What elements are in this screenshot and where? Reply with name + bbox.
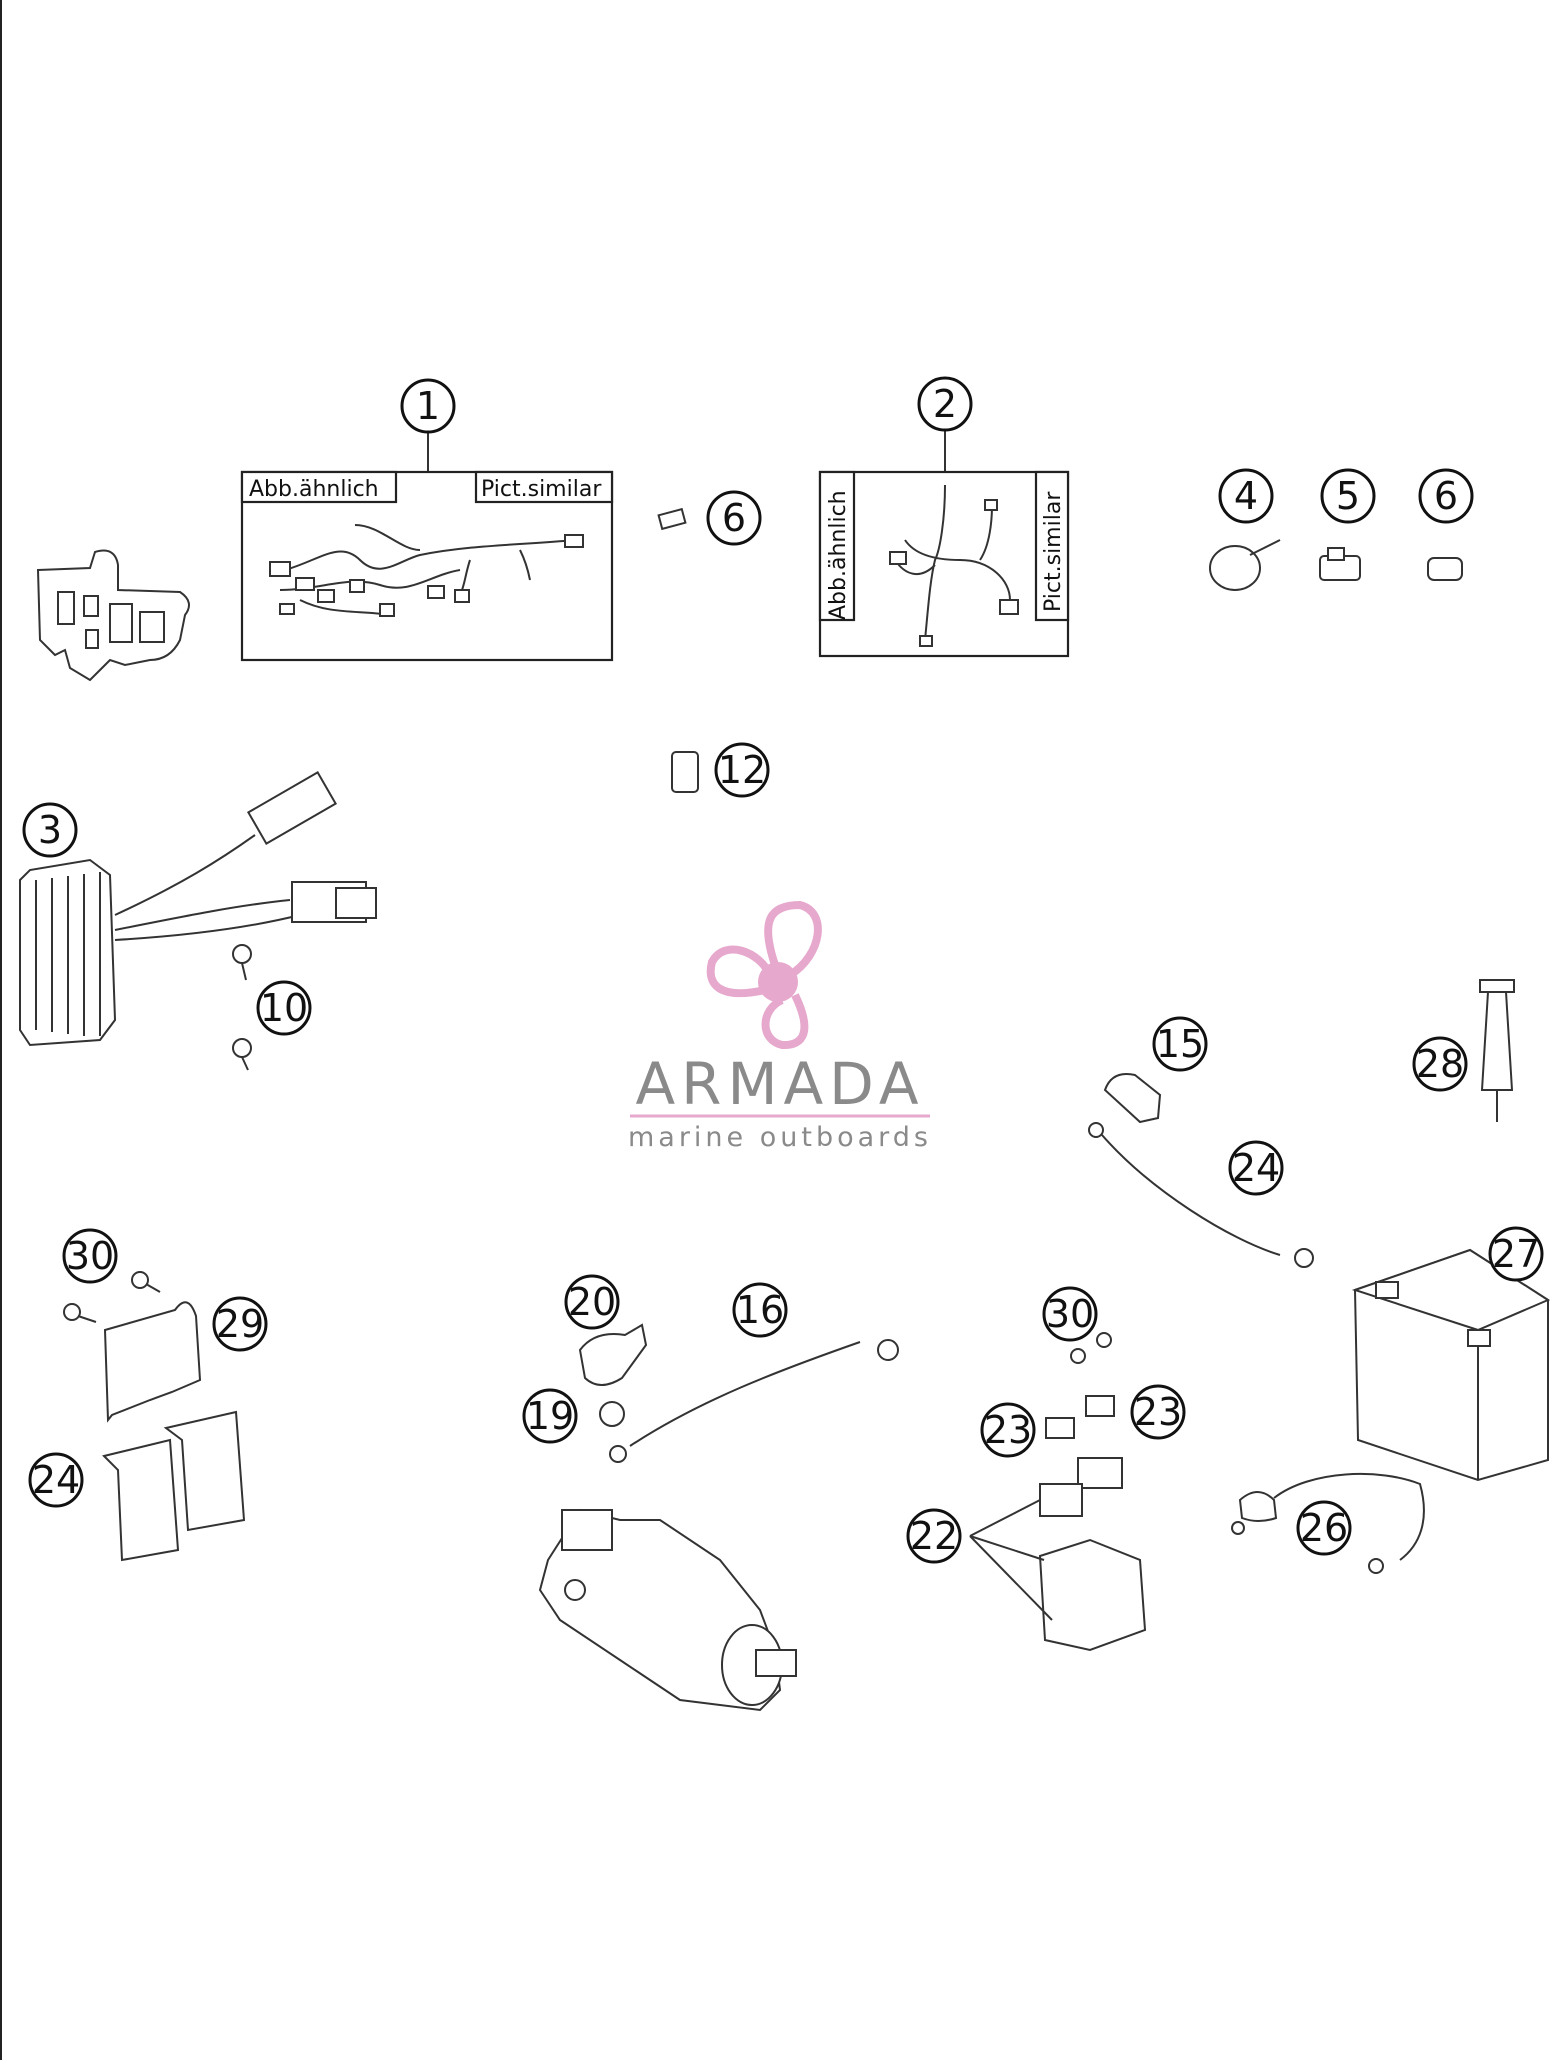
brand-name: ARMADA [635, 1050, 924, 1118]
harness-label-left: Abb.ähnlich [249, 477, 379, 502]
callout-14: 12 [714, 742, 770, 798]
svg-text:20: 20 [568, 1280, 616, 1324]
svg-text:28: 28 [1416, 1042, 1464, 1086]
svg-text:22: 22 [910, 1514, 958, 1558]
svg-text:27: 27 [1492, 1232, 1540, 1276]
part-16-starter-cable [609, 1339, 899, 1463]
part-12-connector [657, 507, 687, 531]
svg-text:6: 6 [722, 496, 746, 540]
svg-text:5: 5 [1336, 474, 1360, 518]
callout-5: 5 [1320, 468, 1376, 524]
svg-text:23: 23 [984, 1408, 1032, 1452]
mounting-bracket [36, 549, 190, 682]
callout-4: 4 [1218, 468, 1274, 524]
svg-text:24: 24 [1232, 1146, 1280, 1190]
svg-text:6: 6 [1434, 474, 1458, 518]
svg-text:19: 19 [526, 1394, 574, 1438]
part-4-cable-tie [1209, 539, 1281, 591]
part-30-screws [1070, 1332, 1112, 1364]
part-20-cap [578, 1323, 648, 1386]
watermark: ARMADA marine outboards [628, 900, 932, 1153]
callout-28: 29 [212, 1296, 268, 1352]
svg-text:4: 4 [1234, 474, 1258, 518]
callout-20: 20 [564, 1274, 620, 1330]
callout-30: 30 [1042, 1286, 1098, 1342]
part-1-wiring-harness: Abb.ähnlich Pict.similar [240, 432, 614, 662]
callout-19: 19 [522, 1388, 578, 1444]
part-25-battery-cable [1231, 1472, 1425, 1574]
svg-text:15: 15 [1156, 1022, 1204, 1066]
callout-22: 22 [906, 1508, 962, 1564]
part-27-fuse-puller [1479, 979, 1515, 1122]
callout-16: 16 [732, 1282, 788, 1338]
callout-29: 30 [62, 1228, 118, 1284]
starter-motor [538, 1508, 797, 1712]
callout-26: 27 [1488, 1226, 1544, 1282]
svg-text:2: 2 [933, 382, 957, 426]
callout-25: 26 [1296, 1500, 1352, 1556]
svg-text:26: 26 [1300, 1506, 1348, 1550]
callout-21: 24 [1228, 1140, 1284, 1196]
harness-label-right: Pict.similar [481, 477, 602, 502]
part-29-screws [63, 1271, 161, 1323]
callout-1: 1 [400, 378, 456, 434]
svg-text:3: 3 [38, 808, 62, 852]
callout-23-lower: 23 [980, 1402, 1036, 1458]
svg-text:1: 1 [416, 384, 440, 428]
part-2-wiring-harness: Abb.ähnlich Pict.similar [818, 428, 1070, 658]
part-14-connector [671, 751, 699, 793]
callout-23-upper: 23 [1130, 1384, 1186, 1440]
callout-24: 24 [28, 1452, 84, 1508]
part-23-fuse-upper [1085, 1395, 1115, 1417]
callout-3: 3 [22, 802, 78, 858]
callout-2: 2 [917, 376, 973, 432]
svg-text:23: 23 [1134, 1390, 1182, 1434]
part-21-cable [1088, 1122, 1314, 1268]
part-5-clip [1319, 547, 1361, 581]
svg-text:30: 30 [66, 1234, 114, 1278]
svg-text:24: 24 [32, 1458, 80, 1502]
harness2-label-right: Pict.similar [1041, 491, 1066, 612]
part-15-cap [1103, 1073, 1162, 1124]
callout-12: 6 [706, 490, 762, 546]
part-26-battery [1351, 1248, 1551, 1482]
part-6-clip [1427, 557, 1463, 581]
svg-text:10: 10 [260, 986, 308, 1030]
callout-6: 6 [1418, 468, 1474, 524]
callout-15: 15 [1152, 1016, 1208, 1072]
svg-text:12: 12 [718, 748, 766, 792]
callout-10: 10 [256, 980, 312, 1036]
part-19-nut [599, 1401, 625, 1427]
part-22-starter-relay [969, 1457, 1147, 1652]
part-10-screws [232, 944, 252, 1071]
part-3-voltage-regulator [19, 771, 377, 1047]
propeller-logo-icon [706, 900, 822, 1049]
part-23-fuse-lower [1045, 1417, 1075, 1439]
part-24-relays [102, 1410, 246, 1562]
harness2-label-left: Abb.ähnlich [826, 490, 851, 620]
part-28-bracket [103, 1301, 202, 1423]
svg-text:16: 16 [736, 1288, 784, 1332]
callout-27: 28 [1412, 1036, 1468, 1092]
svg-text:30: 30 [1046, 1292, 1094, 1336]
svg-text:29: 29 [216, 1302, 264, 1346]
brand-tagline: marine outboards [628, 1122, 932, 1153]
